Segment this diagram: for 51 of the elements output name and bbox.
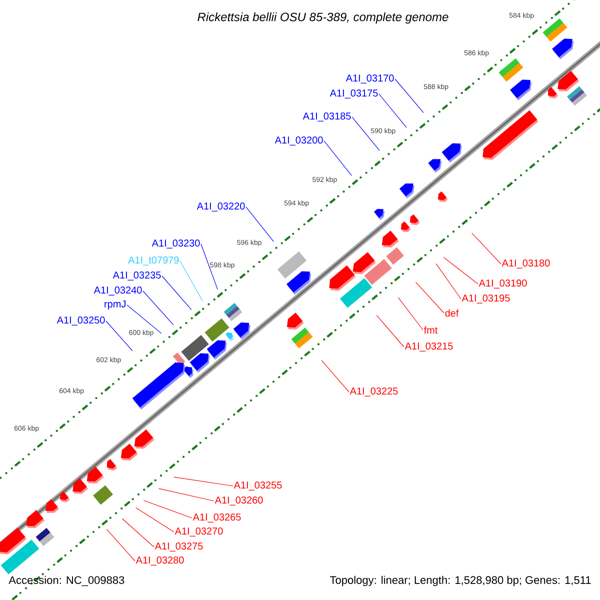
gene-label: A1I_03220 <box>196 202 245 212</box>
gene-label: rpmJ <box>104 300 126 310</box>
genome-stats: Topology: linear; Length: 1,528,980 bp; Genes: 1,511 <box>330 576 591 586</box>
leader-line <box>378 94 407 128</box>
gene-label: fmt <box>424 326 438 334</box>
gene-label: A1I_03280 <box>136 556 184 566</box>
gene-label: A1I_03170 <box>346 74 394 84</box>
gene-label: A1I_03175 <box>330 90 378 98</box>
leader-line <box>324 140 352 176</box>
gene-label: A1I_03265 <box>192 514 241 522</box>
gene-label: A1I_03200 <box>274 136 323 146</box>
leader-line <box>143 500 192 518</box>
title: Rickettsia bellii OSU 85-389, complete genome <box>198 12 448 24</box>
leader-line <box>174 476 234 486</box>
gene-label: A1I_03240 <box>94 286 142 296</box>
gene-label: A1I_03260 <box>214 496 263 506</box>
gene-label: def <box>445 309 459 317</box>
leader-line <box>180 260 203 302</box>
leader-line <box>246 206 274 242</box>
leader-line <box>472 232 502 264</box>
gene-label: A1I_03255 <box>234 482 282 490</box>
gene-label: A1I_03190 <box>478 280 527 288</box>
leader-line <box>398 297 424 330</box>
gene-label: A1I_03250 <box>56 316 105 326</box>
leader-line <box>394 78 424 113</box>
gene-label: A1I_03185 <box>302 112 351 122</box>
leader-line <box>136 507 174 532</box>
leader-line <box>106 528 136 562</box>
gene-label: A1I_03235 <box>112 272 161 280</box>
leader-line <box>443 256 478 284</box>
leader-line <box>162 276 192 310</box>
leader-line <box>142 290 174 326</box>
leader-line <box>158 488 214 502</box>
gene-label: A1I_03180 <box>502 260 550 268</box>
gene-label: A1I_03225 <box>350 388 398 396</box>
leader-line <box>321 360 350 392</box>
accession-label: Accession: NC_009883 <box>8 576 124 586</box>
gene-label: A1I_03230 <box>152 240 200 248</box>
leader-line <box>200 244 218 290</box>
leader-line <box>122 518 154 548</box>
leader-line <box>415 282 444 314</box>
leader-line <box>376 314 404 348</box>
gene-label: A1I_03215 <box>404 342 453 352</box>
gene-label: A1I_03275 <box>154 542 203 552</box>
leader-line <box>106 320 133 352</box>
gene-label: A1I_03270 <box>174 528 223 536</box>
leader-line <box>436 263 462 300</box>
gene-label: A1I_t07979 <box>128 256 179 266</box>
leader-line <box>126 304 162 334</box>
leader-line <box>352 116 380 151</box>
gene-label: A1I_03195 <box>462 294 510 304</box>
